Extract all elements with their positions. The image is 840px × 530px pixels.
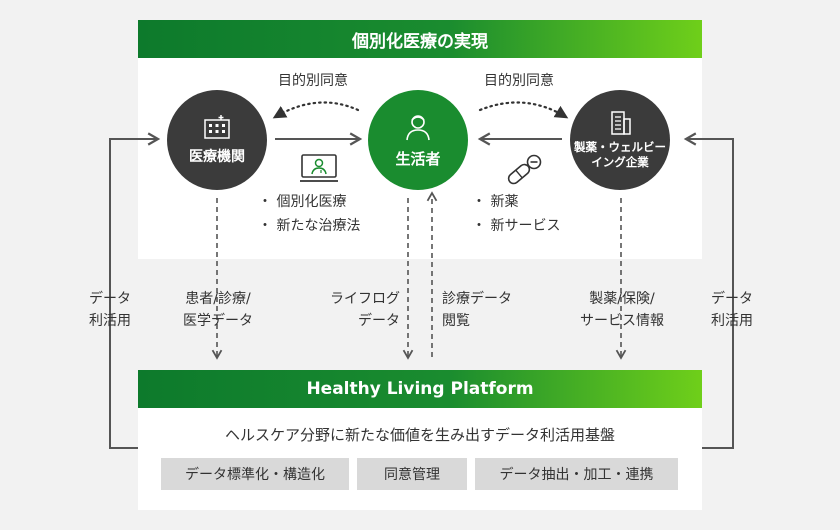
consent-arc-left	[272, 101, 360, 119]
node-pharma-wellbeing[interactable]: 製薬・ウェルビー イング企業	[570, 90, 670, 190]
node-medical-institution[interactable]: 医療機関	[167, 90, 267, 190]
bullet-item: ・ 新たな治療法	[258, 218, 361, 234]
flow-label-clinical-view: 診療データ閲覧	[442, 291, 512, 329]
person-icon	[406, 114, 430, 140]
flow-label-lifelog: ライフログデータ	[330, 291, 400, 329]
flow-label-patient-data: 患者/診療/医学データ	[183, 291, 253, 329]
loop-left	[109, 132, 161, 449]
building-icon	[611, 111, 631, 135]
chip-consent-management: 同意管理	[357, 458, 467, 490]
platform-subtitle: ヘルスケア分野に新たな価値を生み出すデータ利活用基盤	[224, 426, 615, 444]
title-text: 個別化医療の実現	[352, 31, 488, 52]
node-consumer[interactable]: 生活者	[368, 90, 468, 190]
flow-label-data-use-right: データ利活用	[711, 291, 753, 329]
chip-data-extraction: データ抽出・加工・連携	[475, 458, 678, 490]
platform-title: Healthy Living Platform	[306, 379, 534, 399]
node-medical-label: 医療機関	[189, 149, 245, 165]
title-banner: 個別化医療の実現	[138, 20, 702, 58]
consent-label-right: 目的別同意	[484, 73, 554, 89]
bullet-item: ・ 新薬	[472, 194, 519, 210]
bullet-item: ・ 個別化医療	[258, 194, 347, 210]
consent-label-left: 目的別同意	[278, 73, 348, 89]
node-pharma-label-2: イング企業	[591, 155, 649, 169]
node-pharma-label-1: 製薬・ウェルビー	[574, 140, 666, 154]
node-consumer-label: 生活者	[395, 149, 441, 168]
platform-banner: Healthy Living Platform	[138, 370, 702, 408]
flow-label-data-use-left: データ利活用	[89, 291, 131, 329]
monitor-doctor-icon	[300, 154, 338, 182]
chip-standardization: データ標準化・構造化	[161, 458, 349, 490]
bullet-list-right: ・ 新薬 ・ 新サービス	[472, 190, 560, 238]
bullet-list-left: ・ 個別化医療 ・ 新たな治療法	[258, 190, 360, 238]
pill-icon	[507, 154, 542, 185]
consent-arc-right	[478, 101, 569, 119]
hospital-icon	[204, 115, 230, 139]
loop-right	[683, 132, 734, 449]
bullet-item: ・ 新サービス	[472, 218, 561, 234]
flow-label-pharma-info: 製薬/保険/サービス情報	[580, 291, 664, 329]
